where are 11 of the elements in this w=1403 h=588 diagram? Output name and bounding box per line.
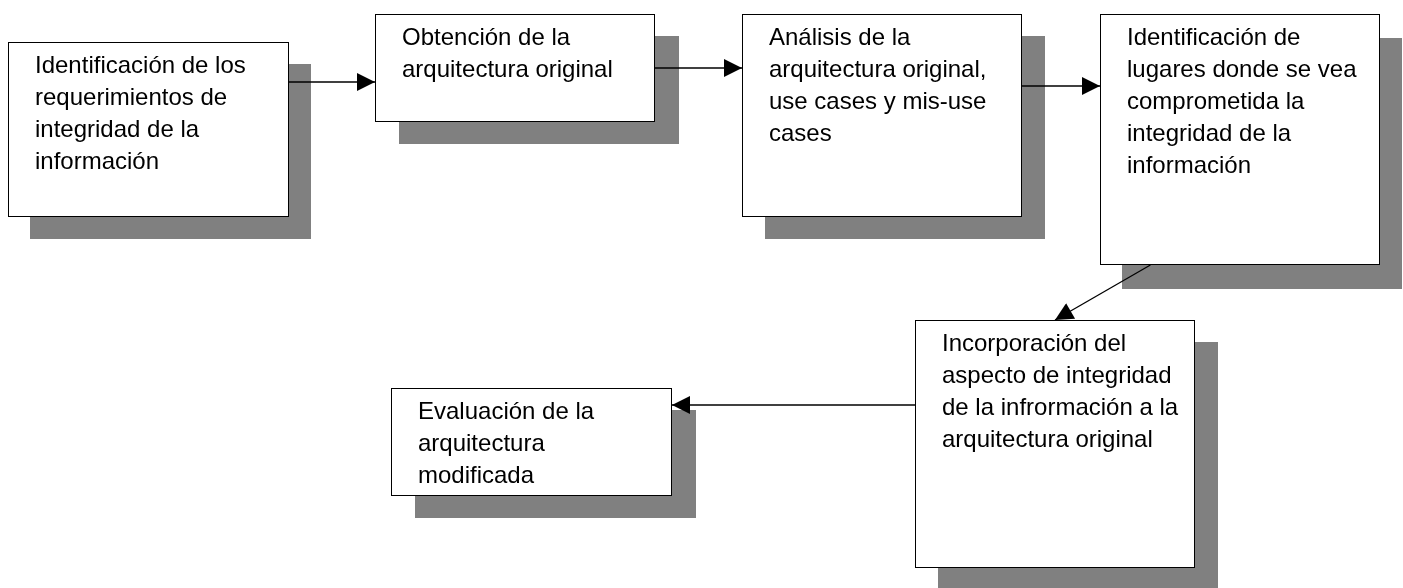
step-text: Identificación de los requerimientos de integridad de la información [35,50,247,176]
step-text: Obtención de la arquitectura original [402,22,614,84]
arrow [288,73,376,91]
step-text: Evaluación de la arquitectura modificada [418,396,596,490]
step-text: Incorporación del aspecto de integridad de la infrormación a la arquitectura original [942,328,1180,454]
arrow [671,396,916,414]
arrow [1021,77,1101,95]
step-text: Identificación de lugares donde se vea comprometida la integridad de la información [1127,22,1358,180]
arrow [654,59,743,77]
arrow [1054,264,1152,321]
step-text: Análisis de la arquitectura original, use cases y mis-use cases [769,22,988,148]
